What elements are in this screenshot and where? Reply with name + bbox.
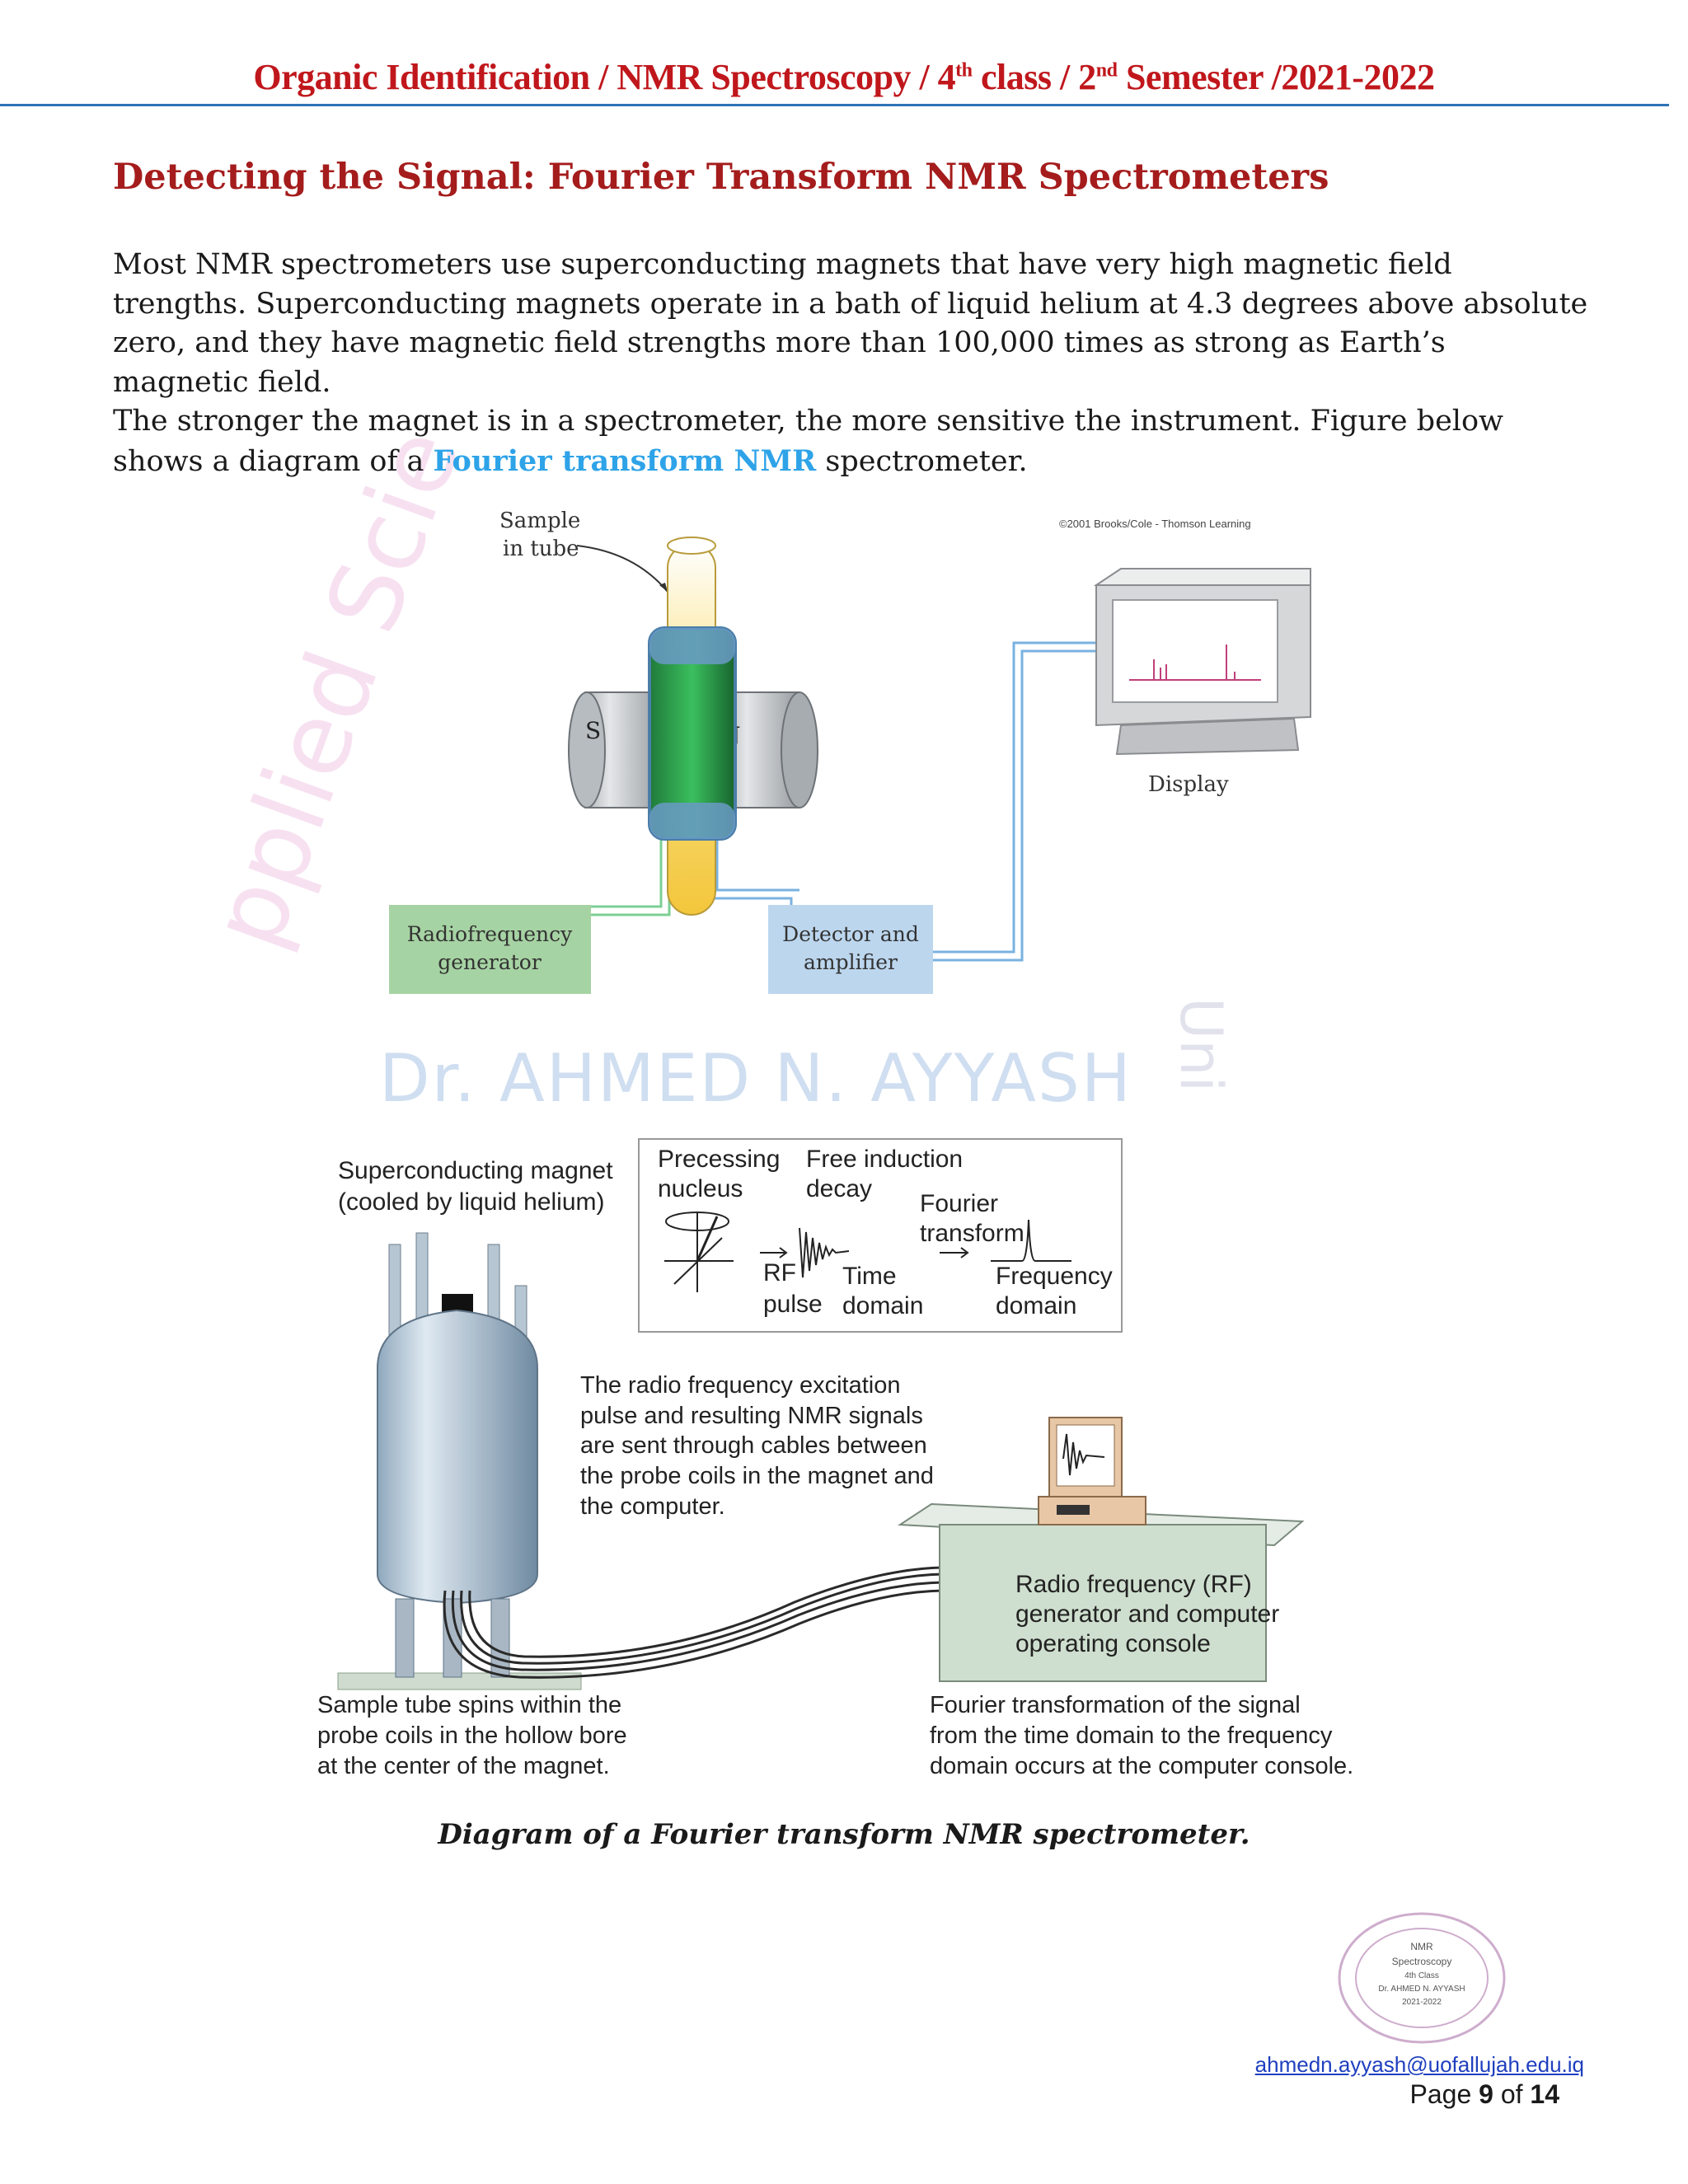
stamp-line-1: NMR — [1410, 1941, 1433, 1952]
rf-generator-label-1: Radiofrequency — [407, 922, 573, 946]
magnet-tank-body — [377, 1309, 538, 1605]
fid-wave — [799, 1227, 850, 1278]
fid-inset-box — [638, 1138, 1123, 1333]
cable-rf — [579, 824, 663, 935]
page-number: Page 9 of 14 — [1409, 2079, 1559, 2109]
fid-label-1: Free induction — [806, 1146, 963, 1173]
sample-spin-text-1: Sample tube spins within the — [317, 1692, 621, 1718]
magnet-label-1: Superconducting magnet — [338, 1157, 613, 1184]
sample-label-2: in tube — [503, 537, 579, 561]
page-header-title: Organic Identification / NMR Spectroscop… — [253, 57, 1435, 97]
sample-spin-text-2: probe coils in the hollow bore — [317, 1722, 627, 1749]
ft-text-1: Fourier transformation of the signal — [930, 1692, 1301, 1718]
watermark-name: Dr. AHMED N. AYYASH — [379, 1040, 1132, 1117]
spectrometer-figure: Sample in tube ©2001 Brooks/Cole - Thoms… — [317, 509, 1353, 1779]
sample-label-1: Sample — [499, 509, 580, 533]
monitor-spectrum — [1129, 644, 1261, 681]
console-desk-body — [939, 1524, 1267, 1682]
monitor-side — [1093, 568, 1311, 586]
section-heading: Detecting the Signal: Fourier Transform … — [113, 157, 1329, 198]
console-label-2: generator and computer — [1015, 1601, 1279, 1628]
rf-pulse-label-2: pulse — [763, 1291, 823, 1318]
stamp-line-3: 4th Class — [1404, 1971, 1439, 1980]
precessing-nucleus-icon — [664, 1212, 734, 1292]
sample-arrow-head — [659, 583, 668, 592]
sample-tube-top — [667, 537, 716, 555]
body-paragraph-1: Most NMR spectrometers use superconducti… — [113, 248, 1588, 399]
cable-display — [931, 649, 1100, 962]
magnet-pole-s-face — [568, 691, 606, 808]
console-computer-slots — [1057, 1505, 1090, 1515]
cable-bundle — [443, 1566, 949, 1679]
cables-text-5: the computer. — [580, 1493, 725, 1520]
stamp-line-5: 2021-2022 — [1402, 1998, 1442, 2007]
monitor-screen — [1112, 599, 1278, 703]
stamp-line-4: Dr. AHMED N. AYYASH — [1378, 1985, 1465, 1994]
probe-coil-cap-top — [649, 628, 735, 664]
sample-arrow — [576, 545, 668, 593]
body-text: Most NMR spectrometers use superconducti… — [113, 246, 1588, 481]
magnet-label-2: (cooled by liquid helium) — [338, 1188, 605, 1216]
cables-text-3: are sent through cables between — [580, 1432, 927, 1459]
console-computer-base — [1038, 1496, 1146, 1526]
magnet-tank-cap — [442, 1294, 473, 1312]
precessing-label-2: nucleus — [658, 1175, 743, 1202]
console-label-3: operating console — [1015, 1630, 1211, 1657]
cables-text-1: The radio frequency excitation — [580, 1372, 901, 1399]
frequency-peak — [991, 1219, 1071, 1262]
ft-text-3: domain occurs at the computer console. — [930, 1753, 1353, 1779]
rf-generator-box — [389, 905, 591, 994]
pole-s-label: S — [585, 717, 601, 744]
cable-detector-2 — [715, 824, 799, 892]
detector-box — [768, 905, 933, 994]
precessing-label-1: Precessing — [658, 1146, 780, 1173]
rf-pulse-arrow — [760, 1247, 788, 1258]
stamp-line-2: Spectroscopy — [1392, 1956, 1452, 1967]
fid-label-2: decay — [806, 1175, 872, 1202]
figure-caption: Diagram of a Fourier transform NMR spect… — [438, 1818, 1250, 1851]
cables-text-2: pulse and resulting NMR signals — [580, 1403, 923, 1429]
body-paragraph-2: The stronger the magnet is in a spectrom… — [113, 405, 1504, 478]
fourier-label-2: transform — [920, 1220, 1025, 1247]
console-screen-fid-icon — [1062, 1433, 1105, 1476]
detector-label-2: amplifier — [804, 950, 898, 974]
fourier-label-1: Fourier — [920, 1190, 998, 1217]
magnet-pole-n-face — [781, 691, 818, 808]
monitor-base — [1115, 717, 1300, 756]
rf-pulse-label-1: RF — [763, 1259, 796, 1286]
header-divider — [0, 104, 1669, 106]
frequency-domain-label-1: Frequency — [996, 1263, 1113, 1290]
cables-text-4: the probe coils in the magnet and — [580, 1463, 934, 1489]
display-label: Display — [1148, 772, 1229, 797]
probe-coil-cap-bottom — [649, 803, 735, 839]
department-stamp: NMR Spectroscopy 4th Class Dr. AHMED N. … — [1338, 1912, 1506, 2044]
cable-display-2 — [931, 641, 1100, 954]
time-domain-label-1: Time — [842, 1263, 897, 1290]
magnet-tank-leg-1 — [395, 1598, 415, 1678]
ft-text-2: from the time domain to the frequency — [930, 1722, 1333, 1749]
ft-arrow — [940, 1247, 969, 1258]
frequency-domain-label-2: domain — [996, 1292, 1076, 1319]
sample-spin-text-3: at the center of the magnet. — [317, 1753, 610, 1779]
copyright-label: ©2001 Brooks/Cole - Thomson Learning — [1059, 518, 1251, 530]
highlight-fourier-transform-nmr: Fourier transform NMR — [433, 443, 817, 478]
author-email-link[interactable]: ahmedn.ayyash@uofallujah.edu.iq — [1254, 2052, 1584, 2077]
console-label-1: Radio frequency (RF) — [1015, 1571, 1252, 1598]
detector-label-1: Detector and — [782, 922, 919, 946]
time-domain-label-2: domain — [842, 1292, 923, 1319]
rf-generator-label-2: generator — [438, 950, 542, 974]
